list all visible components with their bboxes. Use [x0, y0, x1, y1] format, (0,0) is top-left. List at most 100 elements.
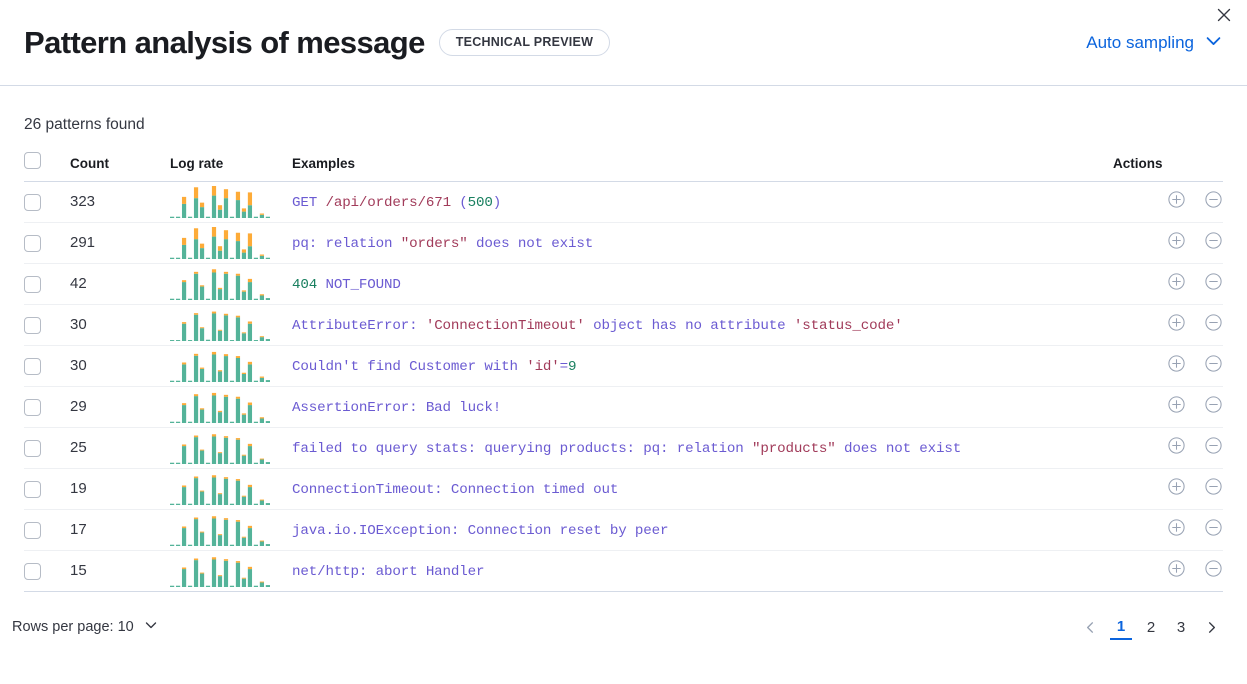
- row-select-cell: [24, 468, 70, 510]
- example-text: 404 NOT_FOUND: [292, 277, 401, 293]
- actions-cell: [1113, 427, 1223, 469]
- plus-in-circle-icon[interactable]: [1167, 518, 1186, 542]
- close-icon[interactable]: [1211, 2, 1237, 28]
- row-checkbox[interactable]: [24, 480, 41, 498]
- table-row: 30 Couldn't find Customer with 'id'=9: [24, 345, 1223, 387]
- page-button-3[interactable]: 3: [1176, 618, 1186, 636]
- plus-in-circle-icon[interactable]: [1167, 477, 1186, 501]
- count-value: 25: [70, 439, 87, 456]
- auto-sampling-selector[interactable]: Auto sampling: [1086, 31, 1223, 55]
- example-cell: failed to query stats: querying products…: [292, 427, 1113, 469]
- row-checkbox[interactable]: [24, 357, 41, 375]
- count-value: 15: [70, 562, 87, 579]
- example-text: AttributeError: 'ConnectionTimeout' obje…: [292, 318, 903, 334]
- count-cell: 29: [70, 386, 170, 428]
- chevron-left-icon[interactable]: [1079, 620, 1102, 635]
- row-checkbox[interactable]: [24, 562, 41, 580]
- plus-in-circle-icon[interactable]: [1167, 436, 1186, 460]
- count-value: 42: [70, 275, 87, 292]
- actions-cell: [1113, 468, 1223, 510]
- actions-cell: [1113, 550, 1223, 592]
- example-token: /api/orders/671: [325, 195, 451, 211]
- minus-in-circle-icon[interactable]: [1204, 518, 1223, 542]
- count-cell: 323: [70, 181, 170, 223]
- minus-in-circle-icon[interactable]: [1204, 477, 1223, 501]
- row-checkbox[interactable]: [24, 521, 41, 539]
- example-token: does not exist: [835, 441, 962, 457]
- example-token: 500: [467, 195, 493, 211]
- count-value: 291: [70, 234, 96, 251]
- plus-in-circle-icon[interactable]: [1167, 395, 1186, 419]
- column-header-log-rate: Log rate: [170, 152, 292, 182]
- example-text: failed to query stats: querying products…: [292, 441, 961, 457]
- table-header-row: Count Log rate Examples Actions: [24, 152, 1223, 182]
- minus-in-circle-icon[interactable]: [1204, 354, 1223, 378]
- example-token: AssertionError: Bad luck!: [292, 400, 502, 416]
- page-title: Pattern analysis of message: [24, 24, 425, 60]
- example-text: pq: relation "orders" does not exist: [292, 236, 593, 252]
- example-token: 'id': [526, 359, 560, 375]
- minus-in-circle-icon[interactable]: [1204, 231, 1223, 255]
- example-token: AttributeError:: [292, 318, 426, 334]
- plus-in-circle-icon[interactable]: [1167, 231, 1186, 255]
- plus-in-circle-icon[interactable]: [1167, 354, 1186, 378]
- row-checkbox[interactable]: [24, 316, 41, 334]
- count-cell: 19: [70, 468, 170, 510]
- row-checkbox[interactable]: [24, 275, 41, 293]
- example-token: object has no attribute: [584, 318, 794, 334]
- minus-in-circle-icon[interactable]: [1204, 190, 1223, 214]
- minus-in-circle-icon[interactable]: [1204, 559, 1223, 583]
- dialog-header: Pattern analysis of message TECHNICAL PR…: [0, 0, 1247, 86]
- rows-per-page-selector[interactable]: Rows per page: 10: [12, 617, 159, 637]
- page-button-2[interactable]: 2: [1146, 618, 1156, 636]
- row-select-cell: [24, 427, 70, 469]
- row-checkbox[interactable]: [24, 234, 41, 252]
- table-row: 291 pq: relation "orders" does not exist: [24, 222, 1223, 264]
- example-token: pq: relation: [292, 236, 401, 252]
- minus-in-circle-icon[interactable]: [1204, 395, 1223, 419]
- select-all-checkbox[interactable]: [24, 152, 41, 169]
- example-cell: pq: relation "orders" does not exist: [292, 222, 1113, 264]
- row-select-cell: [24, 263, 70, 305]
- plus-in-circle-icon[interactable]: [1167, 272, 1186, 296]
- chevron-down-icon: [143, 617, 159, 637]
- example-cell: Couldn't find Customer with 'id'=9: [292, 345, 1113, 387]
- table-row: 323 GET /api/orders/671 (500): [24, 181, 1223, 223]
- example-token: 9: [568, 359, 577, 375]
- log-rate-sparkline: [170, 427, 292, 469]
- count-value: 30: [70, 357, 87, 374]
- count-cell: 291: [70, 222, 170, 264]
- chevron-right-icon[interactable]: [1200, 620, 1223, 635]
- plus-in-circle-icon[interactable]: [1167, 559, 1186, 583]
- count-value: 17: [70, 521, 87, 538]
- example-token: failed to query stats: querying products…: [292, 441, 753, 457]
- minus-in-circle-icon[interactable]: [1204, 436, 1223, 460]
- example-token: does not exist: [467, 236, 594, 252]
- example-text: GET /api/orders/671 (500): [292, 195, 501, 211]
- page-button-1[interactable]: 1: [1110, 614, 1132, 640]
- example-token: Couldn't find Customer with: [292, 359, 527, 375]
- count-cell: 30: [70, 345, 170, 387]
- example-cell: 404 NOT_FOUND: [292, 263, 1113, 305]
- table-row: 15 net/http: abort Handler: [24, 550, 1223, 592]
- example-token: NOT_FOUND: [317, 277, 401, 293]
- minus-in-circle-icon[interactable]: [1204, 272, 1223, 296]
- count-cell: 25: [70, 427, 170, 469]
- example-cell: net/http: abort Handler: [292, 550, 1113, 592]
- row-checkbox[interactable]: [24, 193, 41, 211]
- plus-in-circle-icon[interactable]: [1167, 190, 1186, 214]
- row-checkbox[interactable]: [24, 439, 41, 457]
- example-cell: AttributeError: 'ConnectionTimeout' obje…: [292, 304, 1113, 346]
- minus-in-circle-icon[interactable]: [1204, 313, 1223, 337]
- example-token: (: [450, 195, 468, 211]
- count-cell: 42: [70, 263, 170, 305]
- plus-in-circle-icon[interactable]: [1167, 313, 1186, 337]
- row-select-cell: [24, 550, 70, 592]
- row-checkbox[interactable]: [24, 398, 41, 416]
- patterns-table: Count Log rate Examples Actions 323 GET /…: [24, 152, 1223, 592]
- log-rate-sparkline: [170, 509, 292, 551]
